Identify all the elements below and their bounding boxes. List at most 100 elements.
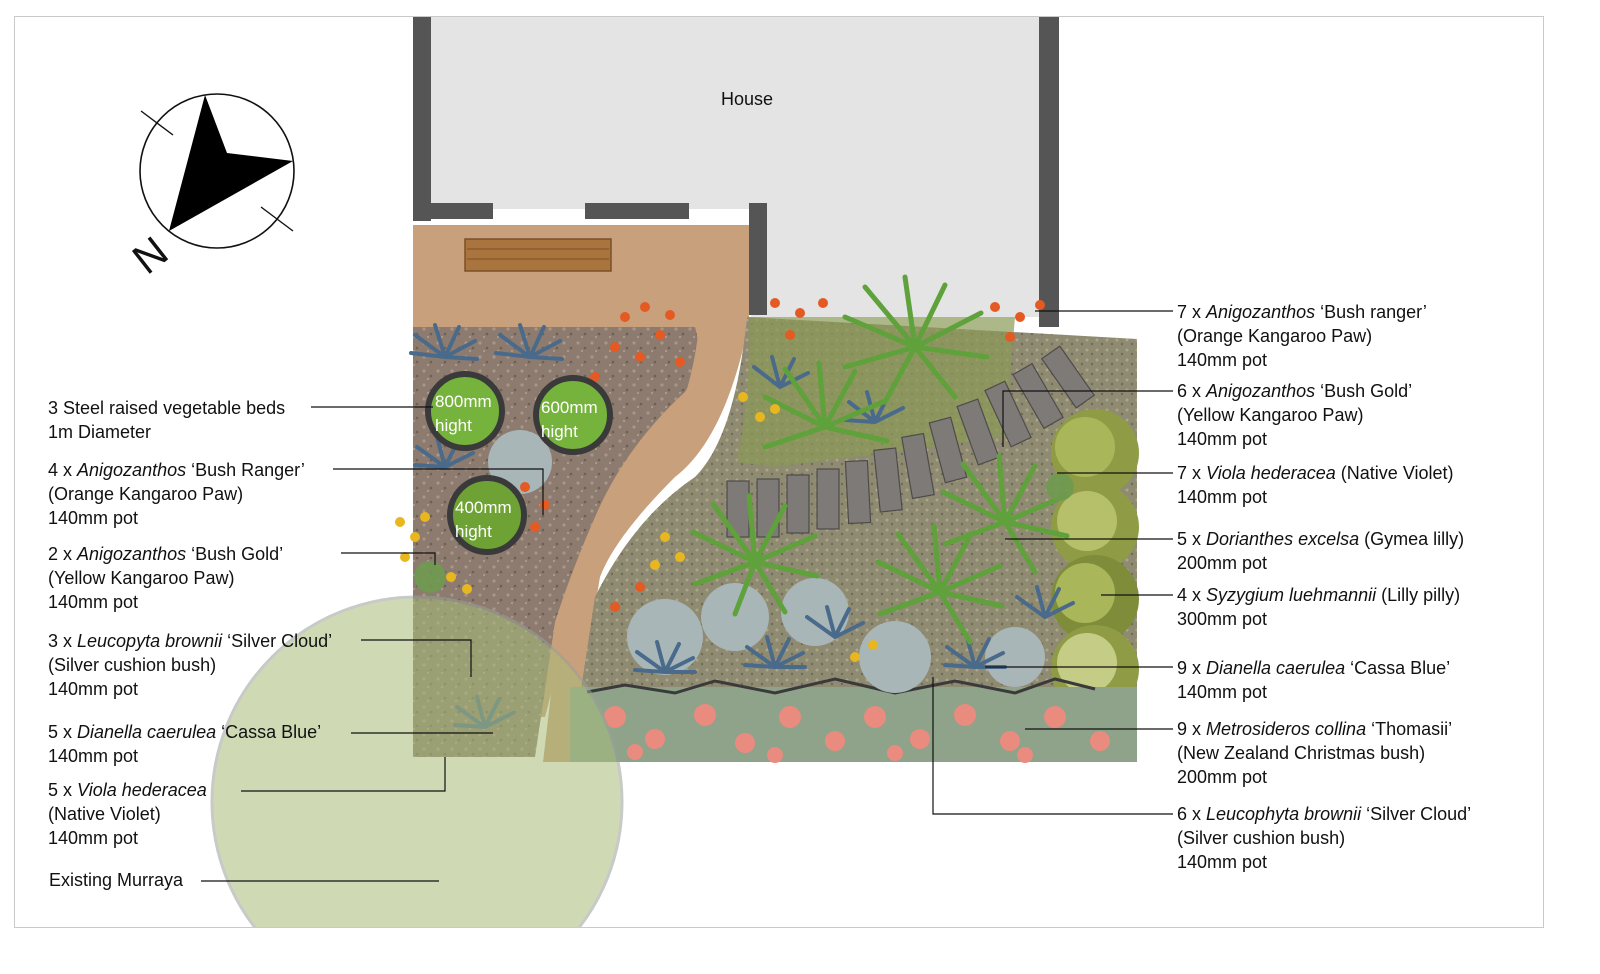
label-vegetable-beds: 3 Steel raised vegetable beds 1m Diamete… bbox=[48, 396, 285, 444]
label-line: 9 x bbox=[1177, 658, 1207, 678]
species-name: Leucopyta brownii bbox=[77, 631, 223, 651]
label-line: 1m Diameter bbox=[48, 422, 152, 442]
label-line: Existing Murraya bbox=[49, 870, 184, 890]
bed-400-label: hight bbox=[455, 522, 492, 541]
label-line: ‘Bush Gold’ bbox=[1315, 381, 1413, 401]
label-left-dianella: 5 x Dianella caerulea ‘Cassa Blue’ 140mm… bbox=[48, 720, 321, 768]
pot-size: 140mm pot bbox=[48, 679, 139, 699]
common-name: (Orange Kangaroo Paw) bbox=[48, 484, 244, 504]
label-line: 5 x bbox=[48, 722, 78, 742]
common-name: (Silver cushion bush) bbox=[1177, 828, 1346, 848]
garden-path bbox=[543, 317, 750, 762]
north-arrow-icon bbox=[169, 95, 293, 231]
label-line: ‘Bush ranger’ bbox=[1315, 302, 1427, 322]
species-name: Syzygium luehmannii bbox=[1206, 585, 1377, 605]
label-line: 2 x bbox=[48, 544, 78, 564]
yellow-kangaroo-paws bbox=[395, 392, 878, 662]
label-right-orange-kangaroo-paw: 7 x Anigozanthos ‘Bush ranger’ (Orange K… bbox=[1177, 300, 1427, 372]
bed-600-height: 600mm bbox=[541, 398, 598, 417]
silver-cushion-bushes bbox=[488, 430, 1045, 693]
label-line: ‘Silver Cloud’ bbox=[1361, 804, 1472, 824]
label-left-silver-cushion-bush: 3 x Leucopyta brownii ‘Silver Cloud’ (Si… bbox=[48, 629, 332, 701]
label-right-silver-cushion-bush: 6 x Leucophyta brownii ‘Silver Cloud’ (S… bbox=[1177, 802, 1471, 874]
label-line: (Lilly pilly) bbox=[1376, 585, 1461, 605]
label-right-native-violet: 7 x Viola hederacea (Native Violet) 140m… bbox=[1177, 461, 1454, 509]
species-name: Dianella caerulea bbox=[77, 722, 217, 742]
species-name: Viola hederacea bbox=[77, 780, 207, 800]
house: House bbox=[413, 17, 1059, 327]
pot-size: 140mm pot bbox=[1177, 429, 1268, 449]
label-line: ‘Thomasii’ bbox=[1366, 719, 1453, 739]
label-existing-murraya: Existing Murraya bbox=[49, 868, 183, 892]
plan-frame: House bbox=[14, 16, 1544, 928]
label-line: ‘Cassa Blue’ bbox=[216, 722, 322, 742]
garden-plan: House bbox=[124, 17, 1173, 927]
leader-lines-left bbox=[201, 406, 544, 882]
pot-size: 140mm pot bbox=[1177, 682, 1268, 702]
label-line: (Native Violet) bbox=[1335, 463, 1454, 483]
species-name: Dorianthes excelsa bbox=[1206, 529, 1360, 549]
label-left-native-violet: 5 x Viola hederacea (Native Violet) 140m… bbox=[48, 778, 207, 850]
pot-size: 200mm pot bbox=[1177, 767, 1268, 787]
label-line: ‘Bush Ranger’ bbox=[186, 460, 305, 480]
label-line: 9 x bbox=[1177, 719, 1207, 739]
label-line: ‘Bush Gold’ bbox=[186, 544, 284, 564]
pot-size: 140mm pot bbox=[1177, 487, 1268, 507]
species-name: Dianella caerulea bbox=[1206, 658, 1346, 678]
species-name: Viola hederacea bbox=[1206, 463, 1336, 483]
leader-lines-right bbox=[932, 310, 1173, 815]
label-line: 3 x bbox=[48, 631, 78, 651]
label-left-orange-kangaroo-paw: 4 x Anigozanthos ‘Bush Ranger’ (Orange K… bbox=[48, 458, 305, 530]
bed-800-height: 800mm bbox=[435, 392, 492, 411]
common-name: (Yellow Kangaroo Paw) bbox=[1177, 405, 1364, 425]
house-label: House bbox=[721, 89, 773, 109]
compass: N bbox=[124, 93, 295, 283]
pot-size: 140mm pot bbox=[48, 828, 139, 848]
pot-size: 140mm pot bbox=[48, 508, 139, 528]
label-right-christmas-bush: 9 x Metrosideros collina ‘Thomasii’ (New… bbox=[1177, 717, 1452, 789]
label-line: 5 x bbox=[1177, 529, 1207, 549]
bed-600-label: hight bbox=[541, 422, 578, 441]
label-right-gymea-lilly: 5 x Dorianthes excelsa (Gymea lilly) 200… bbox=[1177, 527, 1464, 575]
orange-kangaroo-paws bbox=[520, 298, 1045, 612]
north-label: N bbox=[124, 227, 177, 283]
species-name: Leucophyta brownii bbox=[1206, 804, 1362, 824]
gymea-lillies bbox=[690, 274, 1070, 645]
raised-vegetable-beds: 800mm hight 600mm hight 400mm hight bbox=[425, 371, 613, 555]
pot-size: 300mm pot bbox=[1177, 609, 1268, 629]
species-name: Metrosideros collina bbox=[1206, 719, 1367, 739]
label-line: 3 Steel raised vegetable beds bbox=[48, 398, 286, 418]
species-name: Anigozanthos bbox=[1206, 302, 1316, 322]
label-left-yellow-kangaroo-paw: 2 x Anigozanthos ‘Bush Gold’ (Yellow Kan… bbox=[48, 542, 283, 614]
label-line: 6 x bbox=[1177, 804, 1207, 824]
bed-800-label: hight bbox=[435, 416, 472, 435]
pot-size: 140mm pot bbox=[1177, 350, 1268, 370]
common-name: (Orange Kangaroo Paw) bbox=[1177, 326, 1373, 346]
label-line: ‘Cassa Blue’ bbox=[1345, 658, 1451, 678]
stepping-sleepers bbox=[726, 345, 1096, 538]
label-line: 7 x bbox=[1177, 302, 1207, 322]
label-line: 7 x bbox=[1177, 463, 1207, 483]
label-right-lilly-pilly: 4 x Syzygium luehmannii (Lilly pilly) 30… bbox=[1177, 583, 1460, 631]
common-name: (Yellow Kangaroo Paw) bbox=[48, 568, 235, 588]
bed-400-height: 400mm bbox=[455, 498, 512, 517]
label-right-dianella: 9 x Dianella caerulea ‘Cassa Blue’ 140mm… bbox=[1177, 656, 1450, 704]
common-name: (Silver cushion bush) bbox=[48, 655, 217, 675]
label-line: 6 x bbox=[1177, 381, 1207, 401]
bench bbox=[464, 238, 612, 272]
label-line: (Gymea lilly) bbox=[1359, 529, 1465, 549]
common-name: (New Zealand Christmas bush) bbox=[1177, 743, 1426, 763]
common-name: (Native Violet) bbox=[48, 804, 161, 824]
native-violets bbox=[414, 473, 1074, 593]
species-name: Anigozanthos bbox=[77, 460, 187, 480]
pot-size: 140mm pot bbox=[1177, 852, 1268, 872]
species-name: Anigozanthos bbox=[77, 544, 187, 564]
christmas-bush-border bbox=[570, 677, 1137, 763]
label-right-yellow-kangaroo-paw: 6 x Anigozanthos ‘Bush Gold’ (Yellow Kan… bbox=[1177, 379, 1412, 451]
label-line: 4 x bbox=[1177, 585, 1207, 605]
pot-size: 140mm pot bbox=[48, 746, 139, 766]
pot-size: 140mm pot bbox=[48, 592, 139, 612]
pot-size: 200mm pot bbox=[1177, 553, 1268, 573]
species-name: Anigozanthos bbox=[1206, 381, 1316, 401]
existing-murraya bbox=[210, 595, 624, 927]
